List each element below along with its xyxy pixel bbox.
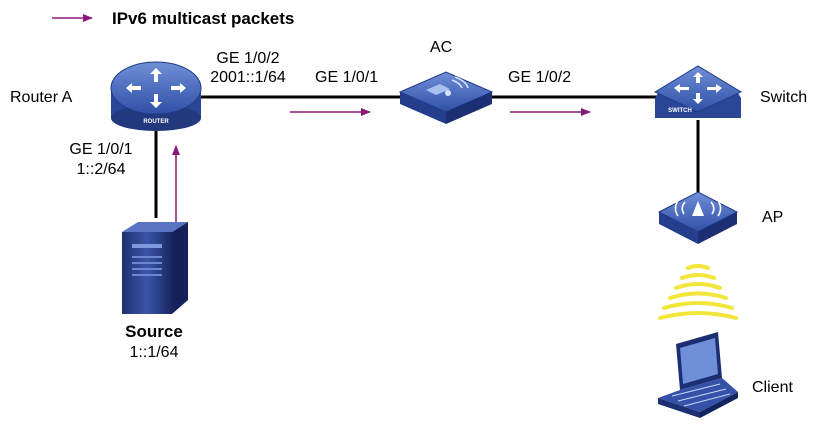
ac-label: AC bbox=[430, 39, 453, 56]
wireless-controller-icon[interactable] bbox=[398, 71, 494, 124]
ap-label: AP bbox=[762, 209, 784, 226]
switch-label: Switch bbox=[760, 89, 808, 106]
router-badge: ROUTER bbox=[143, 119, 169, 125]
client-label: Client bbox=[752, 379, 793, 396]
server-icon[interactable] bbox=[122, 222, 188, 314]
router-icon[interactable]: ROUTER bbox=[110, 61, 202, 131]
switch-icon[interactable]: SWITCH bbox=[653, 65, 743, 118]
router-ge102-address: 2001::1/64 bbox=[210, 69, 286, 86]
router-ge101-address: 1::2/64 bbox=[76, 161, 126, 178]
switch-badge: SWITCH bbox=[668, 108, 692, 114]
access-point-icon[interactable] bbox=[657, 191, 739, 244]
ac-ge102-port: GE 1/0/2 bbox=[508, 69, 572, 86]
laptop-icon[interactable] bbox=[658, 332, 738, 418]
legend-label: IPv6 multicast packets bbox=[112, 9, 295, 28]
router-a-label: Router A bbox=[10, 89, 73, 106]
ac-ge101-port: GE 1/0/1 bbox=[315, 69, 379, 86]
wireless-signal-icon bbox=[658, 264, 738, 320]
router-ge102-port: GE 1/0/2 bbox=[216, 50, 280, 67]
source-address: 1::1/64 bbox=[129, 344, 179, 361]
source-label: Source bbox=[125, 322, 183, 341]
router-ge101-port: GE 1/0/1 bbox=[69, 141, 133, 158]
